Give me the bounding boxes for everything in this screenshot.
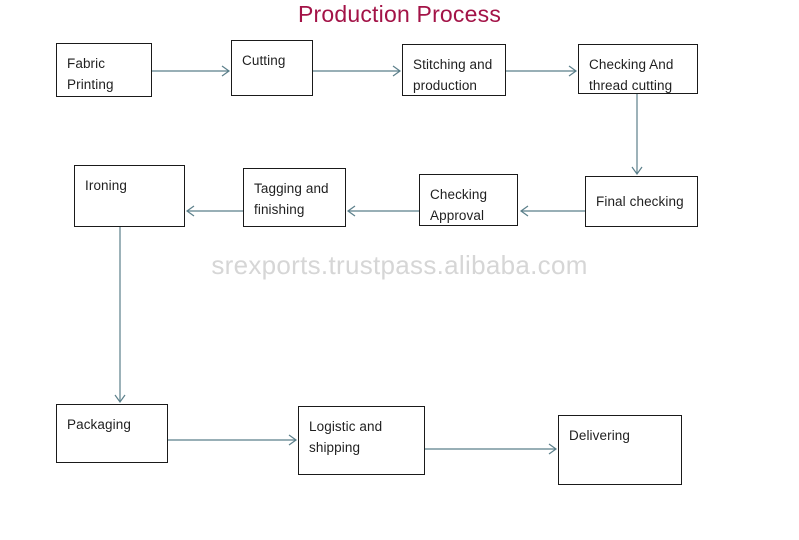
- watermark: srexports.trustpass.alibaba.com: [211, 250, 588, 280]
- arrowhead-icon: [221, 65, 231, 77]
- edge-tagging-to-ironing: [185, 205, 243, 217]
- arrowhead-icon: [548, 443, 558, 455]
- page-title: Production Process: [297, 1, 502, 27]
- node-label: Logistic and shipping: [309, 419, 383, 455]
- node-delivering[interactable]: Delivering: [558, 415, 682, 485]
- edge-final-to-approval: [519, 205, 585, 217]
- node-label: Tagging and finishing: [254, 181, 329, 217]
- node-cutting[interactable]: Cutting: [231, 40, 313, 96]
- node-stitching-production[interactable]: Stitching and production: [402, 44, 506, 96]
- node-label: Checking And thread cutting: [589, 57, 674, 93]
- node-tagging-finishing[interactable]: Tagging and finishing: [243, 168, 346, 227]
- arrowhead-icon: [392, 65, 402, 77]
- node-label: Final checking: [596, 194, 684, 209]
- edge-fabric-to-cutting: [152, 65, 231, 77]
- node-label: Delivering: [569, 428, 631, 443]
- arrowhead-icon: [631, 166, 643, 176]
- arrowhead-icon: [114, 394, 126, 404]
- node-label: Packaging: [67, 417, 131, 432]
- edge-approval-to-tagging: [346, 205, 419, 217]
- node-logistic-shipping[interactable]: Logistic and shipping: [298, 406, 425, 475]
- edge-logistic-to-delivering: [425, 443, 558, 455]
- node-label: Fabric Printing: [67, 56, 114, 92]
- edge-checking-to-final-checking: [631, 94, 643, 176]
- node-label: Checking Approval: [430, 187, 488, 223]
- node-final-checking[interactable]: Final checking: [585, 176, 698, 227]
- arrowhead-icon: [519, 205, 529, 217]
- node-ironing[interactable]: Ironing: [74, 165, 185, 227]
- node-label: Stitching and production: [413, 57, 493, 93]
- node-checking-thread-cutting[interactable]: Checking And thread cutting: [578, 44, 698, 94]
- edge-cutting-to-stitching: [313, 65, 402, 77]
- arrowhead-icon: [288, 434, 298, 446]
- edge-packaging-to-logistic: [168, 434, 298, 446]
- node-fabric-printing[interactable]: Fabric Printing: [56, 43, 152, 97]
- edge-stitching-to-checking: [506, 65, 578, 77]
- node-label: Ironing: [85, 178, 127, 193]
- arrowhead-icon: [568, 65, 578, 77]
- node-packaging[interactable]: Packaging: [56, 404, 168, 463]
- arrowhead-icon: [346, 205, 356, 217]
- node-label: Cutting: [242, 53, 286, 68]
- arrowhead-icon: [185, 205, 195, 217]
- node-checking-approval[interactable]: Checking Approval: [419, 174, 518, 226]
